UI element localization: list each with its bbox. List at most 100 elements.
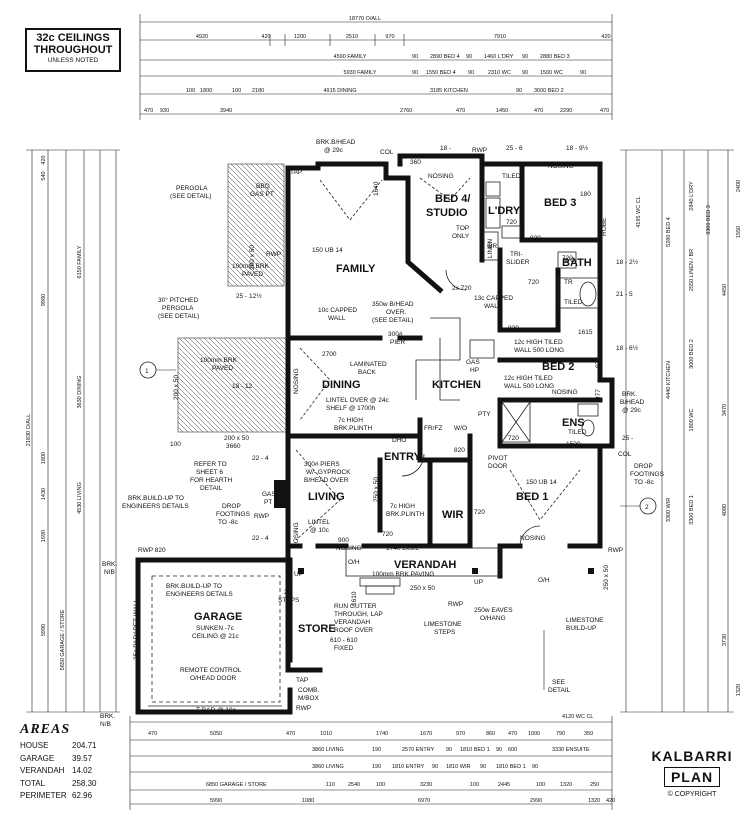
note-br: BR <box>488 243 497 250</box>
note-rwp-left: RWP <box>266 251 281 258</box>
room-bath: BATH <box>562 257 592 269</box>
dim-top-420b: 420 <box>601 34 610 40</box>
dim-garage-5650: 5650 GARAGE / STORE <box>60 609 66 670</box>
note-dim-200-50: 200 x 50 <box>224 435 249 442</box>
note-nosing-bed2: NOSING <box>552 389 578 396</box>
room-ens: ENS <box>562 417 585 429</box>
ceiling-note-line2: THROUGHOUT <box>33 44 113 56</box>
dim-right-1550: 1550 <box>736 226 742 238</box>
dim-b1-2: 470 <box>286 731 295 737</box>
note-lintel-living: LINTEL <box>308 519 330 526</box>
note-refer-2: SHEET 6 <box>196 469 223 476</box>
note-pitched-pergola: PERGOLA <box>162 305 194 312</box>
note-brk-paved-1: 100mm BRK <box>232 263 270 270</box>
note-buildup-2: BRK.BUILD-UP TO <box>166 583 222 590</box>
note-dim-360: 360 <box>410 159 421 166</box>
note-dim-820a: 820 <box>530 235 541 242</box>
note-brk-right-2: B/HEAD <box>620 399 645 406</box>
note-capped-wall: 10c CAPPED <box>318 307 357 314</box>
dim-r5-3: 2760 <box>400 108 412 114</box>
dim-b5-2: 6970 <box>418 798 430 804</box>
room-bed1: BED 1 <box>516 491 548 503</box>
area-label: VERANDAH <box>20 766 65 775</box>
note-rwp-top: RWP <box>472 147 487 154</box>
dim-b4-7: 100 <box>536 782 545 788</box>
note-limestone-steps-2: STEPS <box>434 629 456 636</box>
room-garage: GARAGE <box>194 611 242 623</box>
note-dim-720b: 720 <box>562 255 573 262</box>
note-sl: 1740 2xS/L <box>386 545 419 552</box>
note-nosing-bed1: NOSING <box>520 535 546 542</box>
dim-b1-1: 5050 <box>210 731 222 737</box>
note-pitch-18-top: 18 - <box>440 145 451 152</box>
dim-b1-5: 1670 <box>420 731 432 737</box>
note-tri: TRI- <box>510 251 523 258</box>
note-drop-r-2: FOOTINGS <box>630 471 665 478</box>
dim-bed1-3300: 3300 BED 1 <box>689 495 695 525</box>
note-tiled-ldry: TILED <box>502 173 521 180</box>
note-rwp-r: RWP <box>608 547 623 554</box>
note-pitch-25: 25 - 12½ <box>236 292 262 300</box>
dim-r5-8: 470 <box>600 108 609 114</box>
area-label: TOTAL <box>20 778 46 788</box>
note-gutter-1: RUN GUTTER <box>334 603 377 610</box>
ceiling-note-box: 32c CEILINGS THROUGHOUT UNLESS NOTED <box>25 28 121 72</box>
dim-top-4920: 4920 <box>196 34 208 40</box>
dim-r5-6: 470 <box>534 108 543 114</box>
room-living: LIVING <box>308 491 345 503</box>
note-pitch-18: 18 - 12 <box>232 383 253 390</box>
note-sunken-2: CEILING @ 21c <box>192 633 239 640</box>
note-comb-2: M/BOX <box>298 695 320 702</box>
note-see-detail: DETAIL <box>548 687 571 694</box>
dim-right-1320: 1320 <box>736 684 742 696</box>
bottom-dimensions: 470 5050 470 1010 1740 1670 970 860 470 … <box>129 714 615 810</box>
note-laminated-back: BACK <box>358 369 376 376</box>
dim-family-4590: 4590 FAMILY <box>334 54 367 60</box>
note-dim-720a: 720 <box>506 219 517 226</box>
note-nosing-living: NOSING <box>293 522 300 548</box>
note-robe: ROBE <box>601 217 608 236</box>
dim-b4-9: 250 <box>590 782 599 788</box>
note-tiled-wall-2b: WALL 500 LONG <box>504 383 554 390</box>
dim-r5-7: 2290 <box>560 108 572 114</box>
note-drop-r: DROP <box>634 463 653 470</box>
note-steps-2: STEPS <box>278 597 300 604</box>
note-pitch-22-4b: 22 - 4 <box>252 535 269 542</box>
note-dim-900: 900 <box>338 537 349 544</box>
note-brk-plinth-1b: BRK.PLINTH <box>334 425 373 432</box>
dim-r5-5: 1450 <box>496 108 508 114</box>
note-dim-250-50c: 250 x 50 <box>373 477 380 502</box>
note-brk-bhead: BRK.B/HEAD <box>316 139 356 146</box>
note-remote-2: O/HEAD DOOR <box>190 675 237 682</box>
dim-b3-1: 190 <box>372 764 381 770</box>
dim-b4-1: 110 <box>326 782 335 788</box>
dim-b2-4: 1810 BED 1 <box>460 747 490 753</box>
top-dimensions: 18770 O/ALL 4920 420 1200 2510 970 7910 … <box>139 14 613 120</box>
note-brk-nib-2: NIB <box>104 569 115 576</box>
dim-b2-0: 3860 LIVING <box>312 747 344 753</box>
note-nosing-entry: NOSING <box>336 545 362 552</box>
dim-left-9980: 9980 <box>41 294 47 306</box>
dim-r5-1: 930 <box>160 108 169 114</box>
ceiling-note-line3: UNLESS NOTED <box>47 57 99 64</box>
note-wo: W/O <box>454 425 467 432</box>
note-refer-1: REFER TO <box>194 461 227 468</box>
note-brk-plinth-1: 7c HIGH <box>338 417 363 424</box>
note-pitch-18-2: 18 - 2½ <box>616 258 639 266</box>
dim-dining-3630: 3630 DINING <box>77 375 83 408</box>
section-marker-2: 2 <box>645 504 649 511</box>
dim-right-3470: 3470 <box>722 404 728 416</box>
note-pivot-door: DOOR <box>488 463 508 470</box>
note-dim-2x720: 2x 720 <box>452 285 472 292</box>
area-value: 14.02 <box>72 766 93 775</box>
dim-r3-1: 1550 BED 4 <box>426 70 456 76</box>
note-brk-right: BRK. <box>622 391 637 398</box>
dim-r3-0: 90 <box>412 70 418 76</box>
area-label: HOUSE <box>20 741 49 750</box>
note-pergola: PERGOLA <box>176 185 208 192</box>
dim-r2-0: 90 <box>412 54 418 60</box>
dim-b5-1: 1080 <box>302 798 314 804</box>
plan-name: KALBARRI <box>651 748 733 764</box>
note-lintel-shelf: LINTEL OVER @ 24c <box>326 397 389 404</box>
room-wir: WIR <box>442 509 463 521</box>
